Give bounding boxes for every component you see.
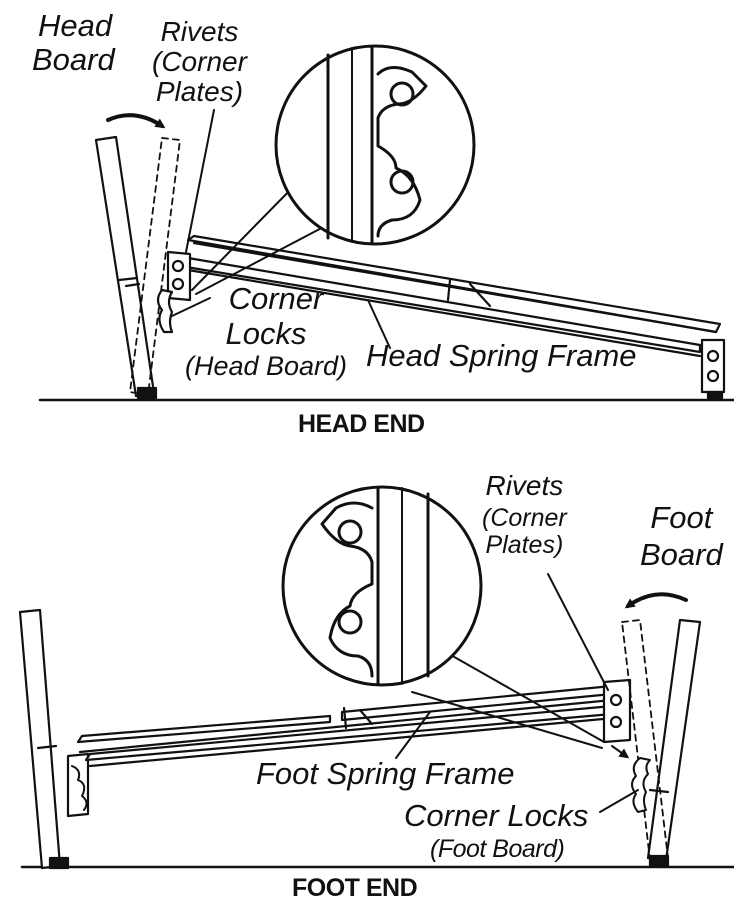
head-end-illustration [40, 46, 734, 400]
label-corner-locks-foot: Corner Locks (Foot Board) [404, 800, 616, 862]
foot-corner-lock-hook [632, 758, 650, 812]
label-head-board-line2: Board [32, 42, 115, 77]
title-foot-end: FOOT END [292, 874, 418, 902]
label-rivets-head-line3: Plates) [155, 76, 244, 107]
label-rivets-foot-line1: Rivets [485, 470, 564, 501]
head-frame-far-plate [702, 340, 724, 398]
label-rivets-head: Rivets (Corner Plates) [152, 18, 247, 106]
rivets-foot-leader [548, 574, 608, 690]
rivets-head-leader [186, 110, 214, 252]
label-corner-locks-head-line3: (Head Board) [184, 351, 348, 381]
corner-locks-head-leader [172, 298, 210, 316]
label-corner-locks-head-line2: Locks [225, 316, 307, 351]
foot-end-left-corner-plate [68, 754, 88, 816]
label-corner-locks-foot-line2: (Foot Board) [430, 835, 565, 863]
foot-spring-frame-leader [396, 712, 430, 758]
label-foot-board: Foot Board [640, 502, 723, 570]
head-corner-plate [158, 252, 190, 332]
label-head-spring-frame: Head Spring Frame [366, 338, 637, 373]
foot-end-illustration [20, 487, 734, 868]
label-corner-locks-head: Corner Locks (Head Board) [180, 283, 352, 380]
head-board-post-dashed [130, 138, 180, 395]
label-foot-board-line2: Board [640, 537, 723, 572]
label-foot-board-line1: Foot [650, 500, 713, 535]
label-head-board-line1: Head [38, 8, 113, 43]
head-board-post [96, 137, 156, 398]
label-rivets-foot-line2: (Corner [482, 504, 567, 532]
foot-end-left-post [20, 610, 68, 868]
head-end-magnifier [192, 46, 474, 294]
label-corner-locks-foot-line1: Corner Locks [404, 798, 589, 833]
head-board-rotation-arrow [108, 115, 166, 129]
label-rivets-foot: Rivets (Corner Plates) [482, 472, 567, 558]
label-foot-spring-frame: Foot Spring Frame [256, 756, 515, 791]
foot-board-label-pointer [612, 746, 630, 759]
corner-locks-foot-leader [600, 790, 638, 812]
foot-board-rotation-arrow [624, 594, 686, 609]
foot-spring-frame [78, 686, 614, 766]
title-head-end: HEAD END [298, 410, 425, 438]
label-rivets-head-line2: (Corner [152, 46, 247, 77]
label-rivets-head-line1: Rivets [160, 16, 239, 47]
head-spring-frame-leader [368, 300, 390, 348]
label-head-board: Head Board [32, 10, 115, 75]
label-corner-locks-head-line1: Corner [228, 281, 324, 316]
label-rivets-foot-line3: Plates) [485, 531, 564, 559]
foot-board-post [648, 620, 700, 866]
foot-end-magnifier [283, 487, 604, 748]
foot-end-right-corner-plate [604, 680, 630, 742]
head-spring-frame [180, 236, 720, 356]
